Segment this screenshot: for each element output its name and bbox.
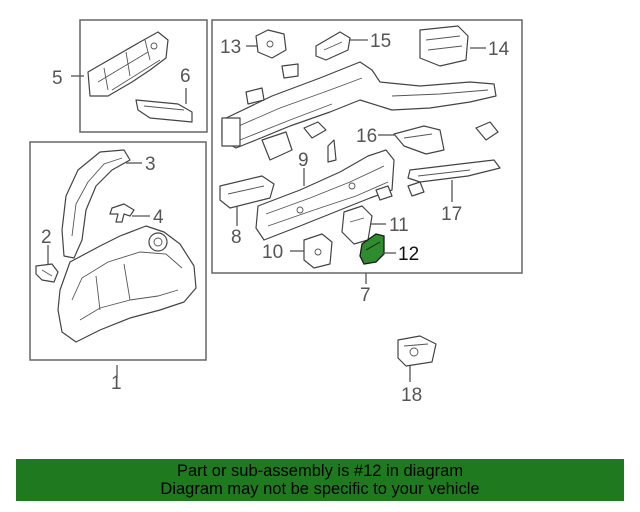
- callout-10: 10: [262, 242, 283, 263]
- part-1[interactable]: [57, 225, 197, 343]
- part-9[interactable]: [255, 149, 395, 241]
- part-18[interactable]: [397, 335, 437, 367]
- small-brackets: [303, 121, 499, 163]
- callout-15: 15: [370, 31, 391, 52]
- part-8[interactable]: [219, 175, 275, 209]
- callout-4: 4: [153, 207, 164, 228]
- part-17[interactable]: [407, 159, 501, 183]
- callout-5: 5: [52, 68, 63, 89]
- callout-16: 16: [356, 126, 377, 147]
- part-2[interactable]: [35, 263, 59, 283]
- callout-11: 11: [389, 215, 409, 236]
- info-banner: Part or sub-assembly is #12 in diagram D…: [16, 459, 624, 501]
- part-10[interactable]: [303, 233, 333, 269]
- frame-rail: [221, 61, 497, 161]
- banner-line-2: Diagram may not be specific to your vehi…: [160, 480, 480, 498]
- group-box-1: [29, 141, 207, 361]
- part-16[interactable]: [393, 125, 445, 155]
- part-11[interactable]: [341, 205, 373, 245]
- callout-17: 17: [441, 204, 462, 225]
- callout-13: 13: [220, 37, 241, 58]
- part-5[interactable]: [87, 31, 169, 97]
- clips: [375, 181, 425, 201]
- part-14[interactable]: [419, 25, 469, 67]
- part-15[interactable]: [315, 31, 351, 61]
- part-13[interactable]: [255, 29, 287, 59]
- callout-12: 12: [398, 244, 419, 265]
- callout-6: 6: [180, 66, 191, 87]
- callout-7: 7: [360, 285, 371, 306]
- callout-3: 3: [145, 154, 156, 175]
- callout-1: 1: [111, 373, 122, 394]
- group-box-7: [211, 19, 523, 274]
- part-4[interactable]: [109, 203, 135, 223]
- callout-18: 18: [401, 385, 422, 406]
- part-12-highlighted[interactable]: [359, 233, 385, 265]
- callout-8: 8: [231, 227, 242, 248]
- leader-lines: [47, 39, 486, 382]
- callout-14: 14: [488, 39, 510, 60]
- part-6[interactable]: [135, 99, 193, 123]
- callout-9: 9: [298, 150, 309, 171]
- banner-line-1: Part or sub-assembly is #12 in diagram: [176, 462, 464, 480]
- callout-2: 2: [41, 227, 52, 248]
- part-3[interactable]: [61, 149, 131, 259]
